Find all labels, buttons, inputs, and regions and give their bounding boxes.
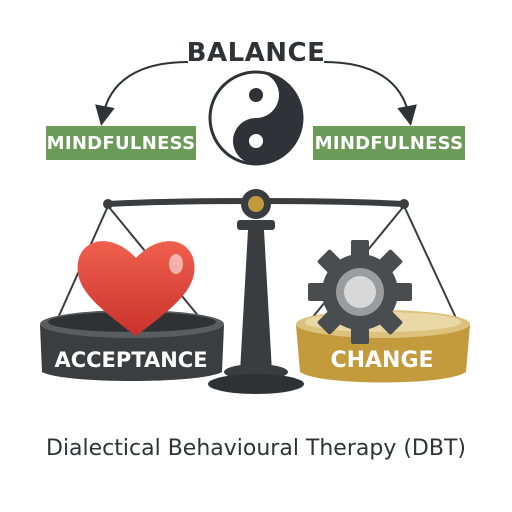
right-pan [296,310,470,383]
caption: Dialectical Behavioural Therapy (DBT) [46,436,466,461]
gear-icon [308,240,412,344]
left-pan [40,310,224,381]
mindfulness-tag-left: MINDFULNESS [46,126,196,160]
title-balance: BALANCE [186,38,326,68]
arrow-left [95,61,189,126]
change-label: CHANGE [330,347,434,373]
arrow-right [323,61,417,126]
heart-icon [77,241,195,336]
acceptance-label: ACCEPTANCE [54,348,208,372]
mindfulness-tag-right: MINDFULNESS [313,126,465,160]
yin-yang-icon [208,70,304,166]
